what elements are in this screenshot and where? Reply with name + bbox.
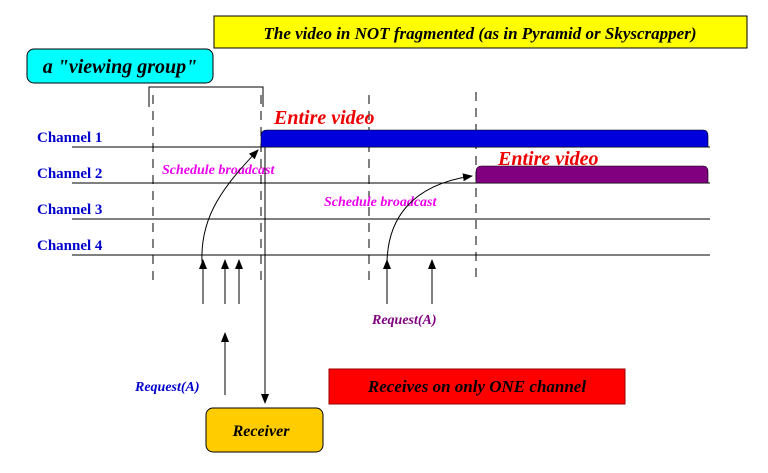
request-label-2: Request(A) xyxy=(371,313,437,328)
schedule-arrow-2 xyxy=(386,173,473,263)
receives-note: Receives on only ONE channel xyxy=(328,368,626,405)
schedule-label-1: Schedule broadcast xyxy=(162,163,276,178)
schedule-label-2: Schedule broadcast xyxy=(324,195,438,210)
receives-note-box xyxy=(328,368,626,405)
request-arrows-2 xyxy=(383,259,436,304)
receiver-box xyxy=(205,407,324,453)
broadcast-2-label: Entire video xyxy=(497,148,599,170)
viewing-group-bracket xyxy=(148,86,264,107)
title-note-box xyxy=(213,15,748,49)
receiver-label: Receiver xyxy=(232,423,291,440)
viewing-group-box xyxy=(26,48,214,84)
schedule-arrow-1 xyxy=(201,149,259,263)
broadcast-2-bar xyxy=(475,165,709,184)
broadcast-1-label: Entire video xyxy=(273,107,375,129)
broadcast-1: Entire video xyxy=(260,107,709,148)
request-arrows-1 xyxy=(199,259,243,395)
channel-1-label: Channel 1 xyxy=(37,130,102,146)
channel-2-label: Channel 2 xyxy=(37,166,102,182)
title-note-text: The video in NOT fragmented (as in Pyram… xyxy=(264,24,697,43)
broadcast-2: Entire video xyxy=(475,148,709,184)
receives-note-text: Receives on only ONE channel xyxy=(367,377,586,396)
viewing-group: a "viewing group" xyxy=(26,48,264,107)
broadcast-1-bar xyxy=(260,129,709,148)
channel-4-label: Channel 4 xyxy=(37,238,103,254)
title-note: The video in NOT fragmented (as in Pyram… xyxy=(213,15,748,49)
channel-3-label: Channel 3 xyxy=(37,202,102,218)
request-label-1: Request(A) xyxy=(134,380,200,395)
receiver: Receiver xyxy=(205,407,324,453)
channel-labels: Channel 1 Channel 2 Channel 3 Channel 4 xyxy=(37,130,103,254)
viewing-group-text: a "viewing group" xyxy=(43,56,197,78)
